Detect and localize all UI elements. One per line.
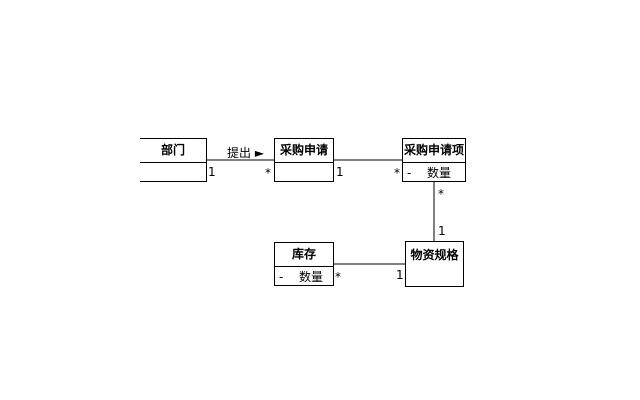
class-purchase-request[interactable]: 采购申请 [274, 138, 334, 182]
class-inventory-name: 库存 [275, 243, 333, 267]
multiplicity-inventory-side: * [335, 270, 341, 284]
multiplicity-item-bottom: * [438, 187, 444, 201]
multiplicity-request-end: * [265, 166, 271, 180]
attribute-row: - 数量 [275, 267, 333, 287]
attribute-visibility: - [407, 166, 412, 180]
class-purchase-request-name: 采购申请 [275, 139, 333, 163]
multiplicity-request-side: 1 [336, 165, 344, 179]
class-purchase-request-item-name: 采购申请项 [403, 139, 465, 163]
class-inventory[interactable]: 库存 - 数量 [274, 242, 334, 286]
class-purchase-request-item[interactable]: 采购申请项 - 数量 [402, 138, 466, 182]
multiplicity-dept-end: 1 [208, 165, 216, 179]
attribute-name: 数量 [427, 166, 452, 180]
multiplicity-spec-top: 1 [438, 224, 446, 238]
class-dept-name: 部门 [140, 139, 206, 163]
multiplicity-item-side: * [394, 166, 400, 180]
attribute-visibility: - [279, 270, 284, 284]
class-material-spec-name: 物资规格 [410, 248, 459, 262]
class-material-spec[interactable]: 物资规格 [405, 241, 464, 287]
association-label-dept-request: 提出 ► [227, 146, 265, 160]
class-dept[interactable]: 部门 [140, 138, 207, 182]
attribute-name: 数量 [299, 270, 324, 284]
attribute-row: - 数量 [403, 163, 465, 183]
multiplicity-spec-side: 1 [396, 268, 404, 282]
